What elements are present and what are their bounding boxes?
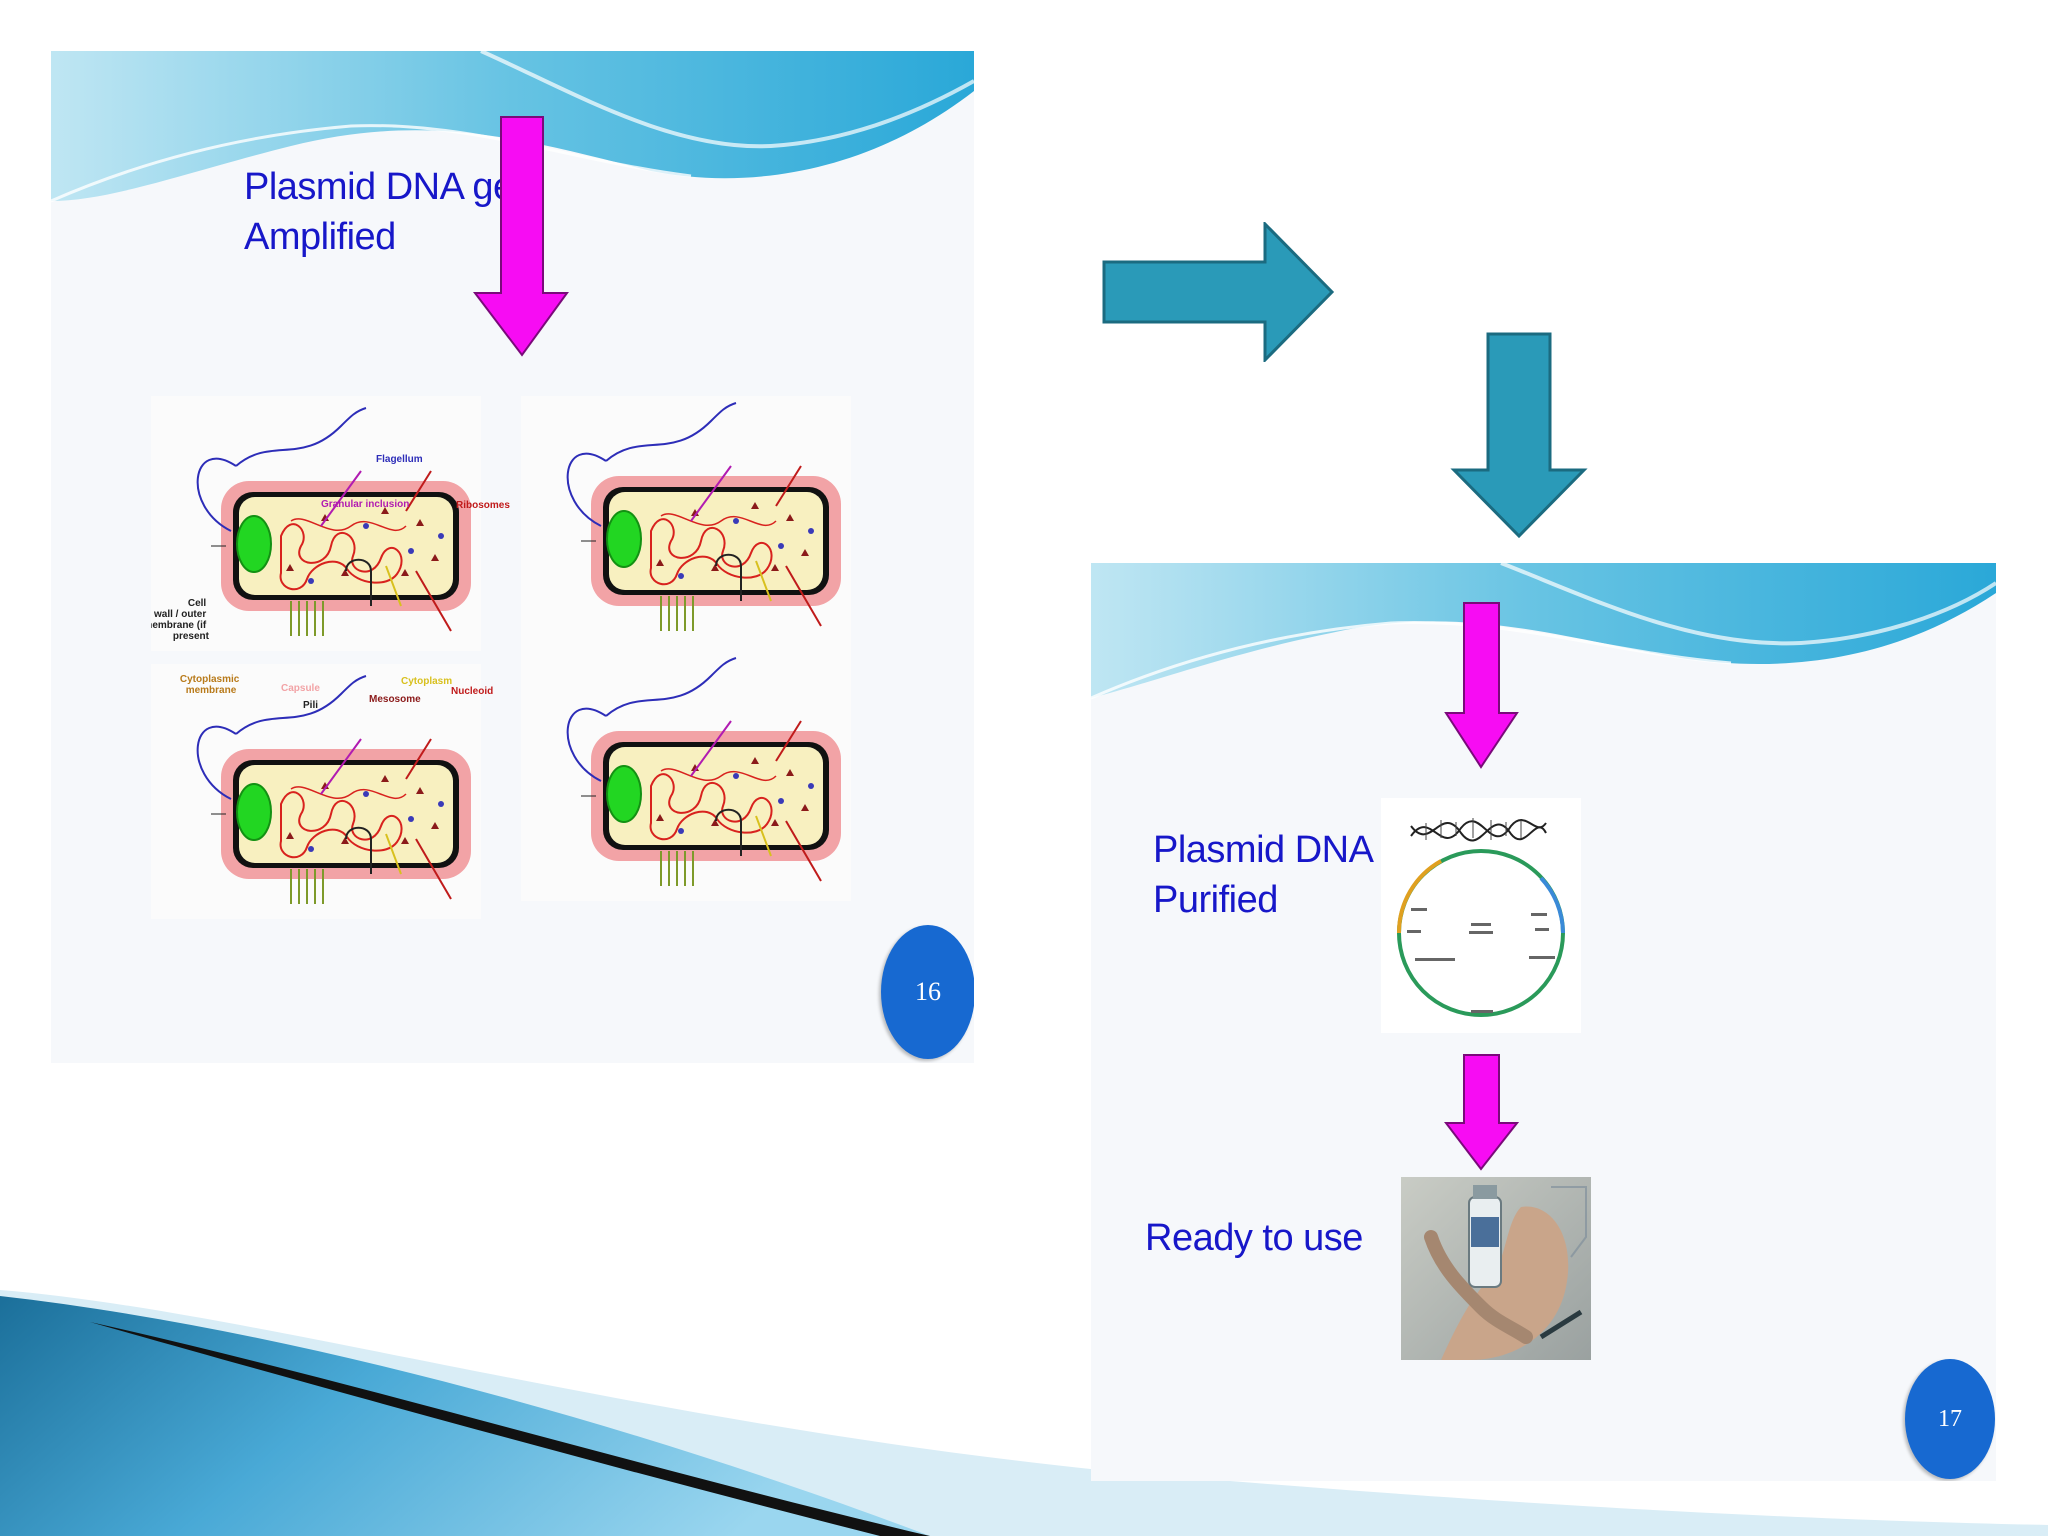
label-cytoplasm: Cytoplasm <box>401 676 452 687</box>
slide-17: Plasmid DNA Purified Ready to use <box>1091 563 1996 1481</box>
page-number-badge: 17 <box>1905 1359 1995 1479</box>
down-arrow-magenta <box>1444 602 1519 769</box>
label-ribosomes: Ribosomes <box>456 500 510 511</box>
label-cell-wall-line-2: wall / outer <box>153 609 206 620</box>
label-flagellum: Flagellum <box>376 454 423 465</box>
down-arrow-magenta <box>472 116 569 357</box>
label-cell-wall-line-3: membrane (if <box>151 620 207 631</box>
amplified-caption-line-2: Amplified <box>244 216 396 258</box>
label-cytoplasmic-membrane-line-1: Cytoplasmic <box>180 674 240 685</box>
bacteria-diagram-grid: Flagellum Granular inclusion Ribosomes C… <box>151 396 852 920</box>
plasmid-map <box>1381 798 1581 1033</box>
purified-caption: Plasmid DNA Purified <box>1153 825 1374 925</box>
vaccine-vial-photo <box>1401 1177 1591 1360</box>
ready-to-use-caption: Ready to use <box>1145 1217 1363 1259</box>
label-cell-wall-line-4: present <box>173 631 210 642</box>
label-granular-inclusion: Granular inclusion <box>321 499 409 510</box>
purified-caption-line-2: Purified <box>1153 879 1278 921</box>
label-cytoplasmic-membrane-line-2: membrane <box>186 685 237 696</box>
label-capsule: Capsule <box>281 683 320 694</box>
label-nucleoid: Nucleoid <box>451 686 493 697</box>
amplified-caption: Plasmid DNA get Amplified <box>244 162 524 262</box>
down-arrow-magenta <box>1444 1054 1519 1171</box>
label-pili: Pili <box>303 700 318 711</box>
slide-header-wave <box>1091 563 1996 700</box>
right-arrow-teal <box>1102 222 1335 362</box>
amplified-caption-line-1: Plasmid DNA get <box>244 166 524 208</box>
label-cytoplasmic-membrane: Cytoplasmic membrane <box>180 674 242 696</box>
page-number-badge: 16 <box>881 925 974 1059</box>
label-cell-wall-line-1: Cell <box>188 598 207 609</box>
label-mesosome: Mesosome <box>369 694 421 705</box>
down-arrow-teal <box>1450 332 1588 539</box>
purified-caption-line-1: Plasmid DNA <box>1153 829 1374 871</box>
slide-16: Plasmid DNA get Amplified <box>51 51 974 1063</box>
label-cell-wall: Cell wall / outer membrane (if present <box>151 598 210 642</box>
